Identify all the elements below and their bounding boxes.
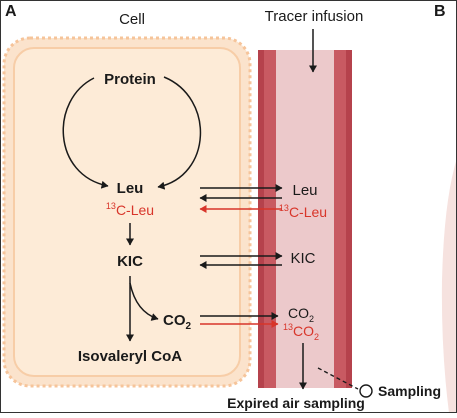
plasma-co2-sub: 2	[309, 314, 314, 324]
isovaleryl-coa-label: Isovaleryl CoA	[78, 348, 182, 365]
plasma-13c-leu-label: 13C-Leu	[279, 203, 327, 220]
plasma-kic-label: KIC	[290, 250, 315, 267]
cell-co2-label: CO2	[163, 312, 192, 332]
cell-co2-sub: 2	[186, 321, 192, 332]
plasma-13c-co2-label: 13CO2	[283, 322, 319, 342]
sampling-label: Sampling	[378, 383, 441, 399]
cell-13c-leu-text: C-Leu	[116, 202, 154, 218]
leu-to-protein-cycle-arrow-left	[62, 77, 109, 189]
panel-b-partial-shape	[441, 158, 457, 413]
panel-a-label: A	[5, 3, 17, 20]
cell-leu-label: Leu	[117, 180, 144, 197]
cell-kic-label: KIC	[117, 253, 143, 270]
protein-to-leu-cycle-arrow-right	[157, 76, 202, 190]
sampling-point-icon	[359, 384, 373, 398]
protein-label: Protein	[104, 71, 156, 88]
cell-13c-leu-sup: 13	[106, 201, 116, 211]
sampling-dashed-line	[317, 367, 359, 390]
cell-label: Cell	[119, 11, 145, 28]
cell-membrane-inner	[13, 47, 241, 377]
plasma-13c-leu-sup: 13	[279, 203, 289, 213]
plasma-13c-co2-sub: 2	[314, 332, 319, 342]
panel-b-label: B	[434, 3, 446, 20]
tracer-infusion-label: Tracer infusion	[265, 8, 364, 25]
plasma-13c-co2-sup: 13	[283, 322, 293, 332]
cell-13c-leu-label: 13C-Leu	[106, 201, 154, 218]
cell-co2-main: CO	[163, 312, 186, 329]
expired-air-label: Expired air sampling	[227, 395, 365, 411]
vessel-lumen	[276, 50, 334, 388]
plasma-co2-label: CO2	[288, 305, 314, 324]
plasma-co2-main: CO	[288, 305, 309, 321]
plasma-leu-label: Leu	[292, 182, 317, 199]
kic-to-co2-arrow	[129, 282, 159, 321]
plasma-13c-co2-main: CO	[293, 323, 314, 339]
plasma-13c-leu-text: C-Leu	[289, 204, 327, 220]
